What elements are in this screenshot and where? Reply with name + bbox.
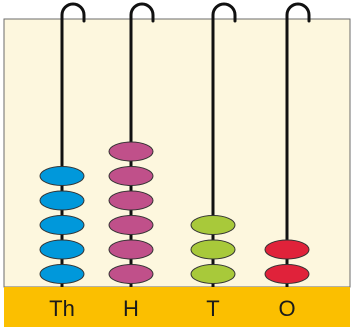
- bead: [39, 215, 85, 235]
- rod-o: [264, 2, 311, 289]
- rod-wire: [129, 2, 155, 289]
- abacus-base: [4, 287, 350, 327]
- bead: [39, 239, 85, 260]
- rod-t: [190, 2, 237, 289]
- bead: [190, 239, 236, 260]
- rod-wire: [285, 2, 311, 289]
- place-label-h: H: [123, 296, 139, 321]
- bead: [264, 264, 310, 284]
- bead: [108, 264, 154, 284]
- bead: [39, 264, 85, 284]
- bead: [39, 166, 85, 186]
- bead: [190, 215, 236, 235]
- place-label-t: T: [206, 296, 219, 321]
- rod-th: [39, 2, 86, 289]
- bead: [108, 215, 154, 235]
- place-value-labels: Th H T O: [49, 296, 295, 321]
- bead: [108, 141, 154, 162]
- bead: [108, 166, 154, 186]
- bead: [190, 264, 236, 284]
- rod-h: [108, 2, 155, 289]
- bead: [264, 239, 310, 260]
- place-label-th: Th: [49, 296, 75, 321]
- rod-wire: [60, 2, 86, 289]
- place-label-o: O: [278, 296, 295, 321]
- bead: [108, 239, 154, 260]
- rod-wire: [211, 2, 237, 289]
- abacus-rods: [39, 2, 311, 289]
- bead: [108, 190, 154, 211]
- bead: [39, 190, 85, 211]
